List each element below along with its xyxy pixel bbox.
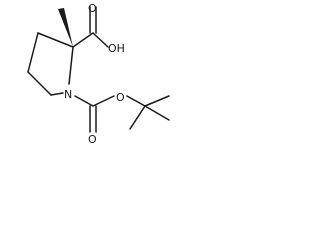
methyl-wedge-bond [58, 8, 73, 47]
ring-bond-c3-c4 [27, 71, 52, 96]
ring-bond-c2-c3 [27, 32, 39, 73]
hydroxyl-label: OH [108, 42, 125, 55]
atom-labels: OH N O O O [64, 2, 125, 146]
ring-bond-c4-n [50, 92, 64, 96]
chemical-structure: OH N O O O [27, 2, 170, 146]
bond-tert-carbon-methyl-down [144, 105, 170, 121]
ring-nitrogen-label: N [64, 88, 72, 101]
bond-ester-oxygen-tert-carbon [126, 95, 146, 107]
bonds [27, 6, 170, 133]
bond-carboxyl-hydroxyl [92, 32, 109, 48]
bond-tert-carbon-methyl-up [144, 95, 170, 107]
bond-c2-carboxyl-carbon [72, 32, 94, 48]
bond-n-carbamate-carbon [74, 95, 94, 107]
acid-carbonyl-oxygen-label: O [88, 2, 97, 15]
ring-bond-c2-c3-top [37, 32, 74, 48]
ring-bond-n-c2 [68, 46, 74, 85]
bond-tert-carbon-methyl-left [129, 105, 146, 130]
bond-carbamate-ester-oxygen [92, 95, 115, 107]
ester-oxygen-label: O [116, 91, 125, 104]
boc-carbonyl-oxygen-label: O [88, 133, 97, 146]
